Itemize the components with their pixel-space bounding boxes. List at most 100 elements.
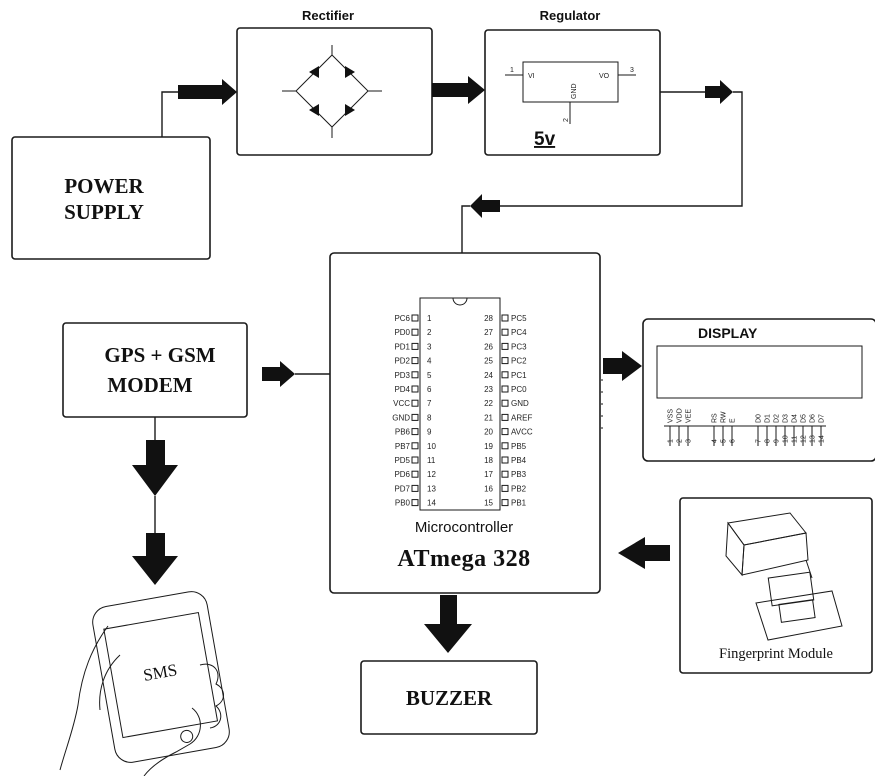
rectifier-to-regulator-arrow [432, 76, 485, 104]
lcd-pin-name: D5 [801, 414, 808, 423]
mcu-pin-name: PB0 [395, 499, 411, 508]
mcu-pin-pad [411, 470, 419, 478]
mcu-pin-number: 9 [427, 428, 432, 437]
phone-body [92, 591, 230, 763]
mcu-to-display-arrow [603, 351, 642, 381]
lcd-pin-number: 11 [792, 436, 799, 443]
mcu-pin-number: 26 [484, 342, 493, 351]
lcd-pin-number: 9 [774, 439, 781, 443]
regulator-pin-vo: VO [599, 73, 610, 80]
bridge-rectifier-symbol [282, 45, 382, 138]
lcd-pin-number: 3 [686, 439, 693, 443]
lcd-pin-number: 2 [677, 439, 684, 443]
mcu-pin-number: 10 [427, 442, 436, 451]
phone-screen [103, 611, 219, 739]
mcu-pin-pad [411, 399, 419, 407]
gps-gsm-modem-block: GPS + GSM MODEM [62, 322, 248, 418]
rectifier-block [236, 27, 433, 156]
power-to-rectifier-arrow [178, 79, 237, 105]
mcu-pin-name: PD7 [394, 484, 410, 493]
mcu-pin-name: PD3 [394, 371, 410, 380]
mcu-pin-pad [411, 314, 419, 322]
mcu-pin-name: GND [511, 399, 529, 408]
power-supply-label-line1: POWER [64, 174, 144, 198]
mcu-pin-number: 8 [427, 413, 432, 422]
mcu-pin-name: PB1 [511, 499, 527, 508]
mcu-pin-name: PC2 [511, 357, 527, 366]
mcu-pin-number: 6 [427, 385, 432, 394]
lcd-pin-number: 7 [756, 439, 763, 443]
power-supply-label-line2: SUPPLY [64, 200, 144, 224]
mcu-pin-pad [411, 342, 419, 350]
lcd-pin-name: D6 [810, 414, 817, 423]
mcu-pin-pad [411, 428, 419, 436]
mcu-pin-number: 24 [484, 371, 493, 380]
mcu-pin-pad [501, 442, 509, 450]
mcu-pin-pad [411, 328, 419, 336]
lcd-pin-number: 12 [801, 435, 808, 443]
lcd-pin-number: 6 [730, 439, 737, 443]
regulator-pin3-number: 3 [630, 67, 634, 74]
mcu-pin-number: 2 [427, 328, 432, 337]
regulator-pin1-number: 1 [510, 67, 514, 74]
lcd-screen [656, 345, 863, 399]
fingerprint-sensor-illustration [725, 512, 843, 641]
microcontroller-name: ATmega 328 [397, 546, 530, 572]
regulator-voltage: 5v [534, 129, 556, 150]
mcu-pin-pad [411, 413, 419, 421]
mcu-pin-number: 12 [427, 470, 436, 479]
mcu-pin-dots [601, 379, 603, 429]
mcu-pin-number: 13 [427, 484, 436, 493]
mcu-pin-name: AREF [511, 413, 532, 422]
lcd-pin-name: VSS [668, 409, 675, 423]
mcu-pin-number: 5 [427, 371, 432, 380]
gps-gsm-label-line2: MODEM [107, 373, 192, 397]
mcu-pin-pad [501, 413, 509, 421]
mcu-pin-name: PB4 [511, 456, 527, 465]
lcd-pin-header: VSS1VDD2VEE3RS4RW5E6D07D18D29D310D411D51… [664, 408, 826, 446]
lcd-pin-name: RS [712, 413, 719, 423]
lcd-pin-number: 10 [783, 435, 790, 443]
mcu-pin-pad [411, 357, 419, 365]
microcontroller-caption: Microcontroller [415, 519, 513, 536]
regulator-title: Regulator [540, 8, 601, 23]
mcu-pin-name: PD2 [394, 357, 410, 366]
mcu-pin-number: 17 [484, 470, 493, 479]
mcu-pin-name: PC3 [511, 342, 527, 351]
mcu-pin-pad [501, 470, 509, 478]
atmega-chip-notch [452, 297, 468, 306]
mcu-pin-pad [501, 371, 509, 379]
mcu-pin-pad [411, 456, 419, 464]
gps-to-sms-arrow2 [132, 533, 178, 585]
regulator-output-arrow [705, 80, 733, 104]
fingerprint-to-mcu-arrow [618, 537, 670, 569]
mcu-pin-pad [501, 385, 509, 393]
mcu-pin-pad [501, 428, 509, 436]
mcu-pin-number: 25 [484, 357, 493, 366]
mcu-pin-number: 4 [427, 357, 432, 366]
mcu-pin-name: PB6 [395, 428, 411, 437]
mcu-pin-number: 16 [484, 484, 493, 493]
lcd-pin-name: VDD [677, 408, 684, 423]
mcu-pin-pad [411, 484, 419, 492]
display-block: DISPLAY VSS1VDD2VEE3RS4RW5E6D07D18D29D31… [642, 318, 875, 462]
fingerprint-module-block: Fingerprint Module [679, 497, 873, 674]
lcd-pin-number: 5 [721, 439, 728, 443]
mcu-pin-name: PD4 [394, 385, 410, 394]
lcd-pin-name: D4 [792, 414, 799, 423]
mcu-pin-name: PD1 [394, 342, 410, 351]
mcu-pin-name: PB5 [511, 442, 527, 451]
mcu-pin-number: 20 [484, 428, 493, 437]
lcd-pin-name: D3 [783, 414, 790, 423]
lcd-pin-number: 8 [765, 439, 772, 443]
mcu-pin-number: 7 [427, 399, 432, 408]
mcu-pin-pad [411, 385, 419, 393]
mcu-pin-number: 15 [484, 499, 493, 508]
mcu-pin-number: 3 [427, 342, 432, 351]
regulator-pin2-number: 2 [563, 118, 570, 122]
mcu-pin-name: PC6 [394, 314, 410, 323]
lcd-pin-name: VEE [686, 409, 693, 423]
mcu-pin-name: PB7 [395, 442, 411, 451]
